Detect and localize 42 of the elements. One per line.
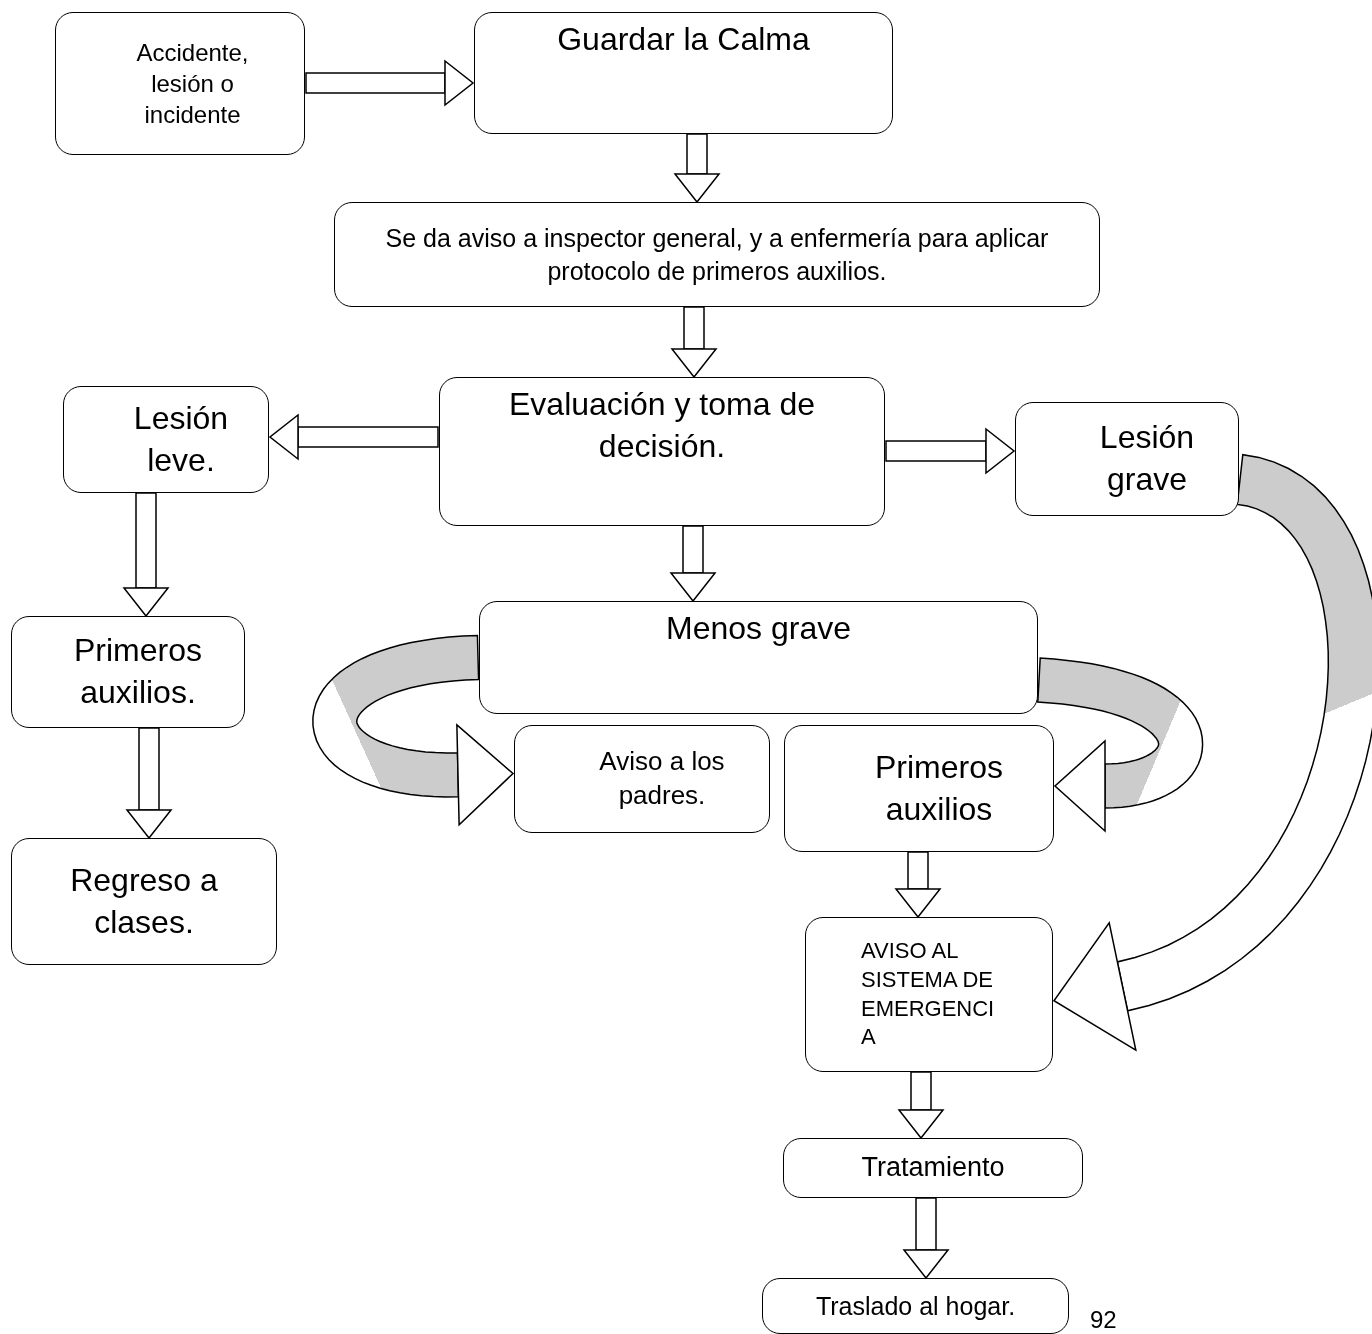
process-box [783,1138,1083,1198]
block-arrow [898,1071,944,1139]
block-arrow [671,306,717,378]
node-text: Primeros auxilios. [73,631,203,712]
node-text: Aviso a los padres. [598,745,726,812]
node-text: Accidente, lesión o incidente [135,37,250,131]
node-text: Evaluación y toma de decisión. [508,385,816,466]
process-box [334,202,1100,307]
block-arrow [126,727,172,839]
block-arrow [670,525,716,602]
process-box [784,725,1054,852]
process-box [439,377,885,526]
block-arrow [895,851,941,918]
node-text: Regreso a clases. [69,860,219,942]
block-arrow [885,428,1015,474]
block-arrow [269,414,439,460]
block-arrow [123,492,169,617]
node-text: Traslado al hogar. [814,1290,1017,1322]
node-text: Lesión grave [1098,418,1196,499]
node-text: AVISO AL SISTEMA DE EMERGENCIA [861,937,996,1052]
process-box [474,12,893,134]
process-box [1015,402,1239,516]
block-arrow [305,60,474,106]
process-box [479,601,1038,714]
block-arrow [903,1197,949,1279]
node-text: Menos grave [665,609,852,648]
process-box [55,12,305,155]
curved-block-arrow [312,634,514,826]
process-box [11,616,245,728]
node-text: Se da aviso a inspector general, y a enfermería para aplicar protocolo de primeros auxilios. [384,223,1050,287]
node-text: Tratamiento [860,1151,1006,1185]
page-number: 92 [1090,1306,1117,1334]
node-text: Guardar la Calma [556,20,811,59]
node-text: Lesión leve. [132,398,230,480]
node-text: Primeros auxilios [874,747,1004,829]
process-box [63,386,269,493]
process-box [762,1278,1069,1334]
process-box [11,838,277,965]
block-arrow [674,133,720,203]
curved-block-arrow [1037,657,1204,832]
process-box [514,725,770,833]
process-box [805,917,1053,1072]
